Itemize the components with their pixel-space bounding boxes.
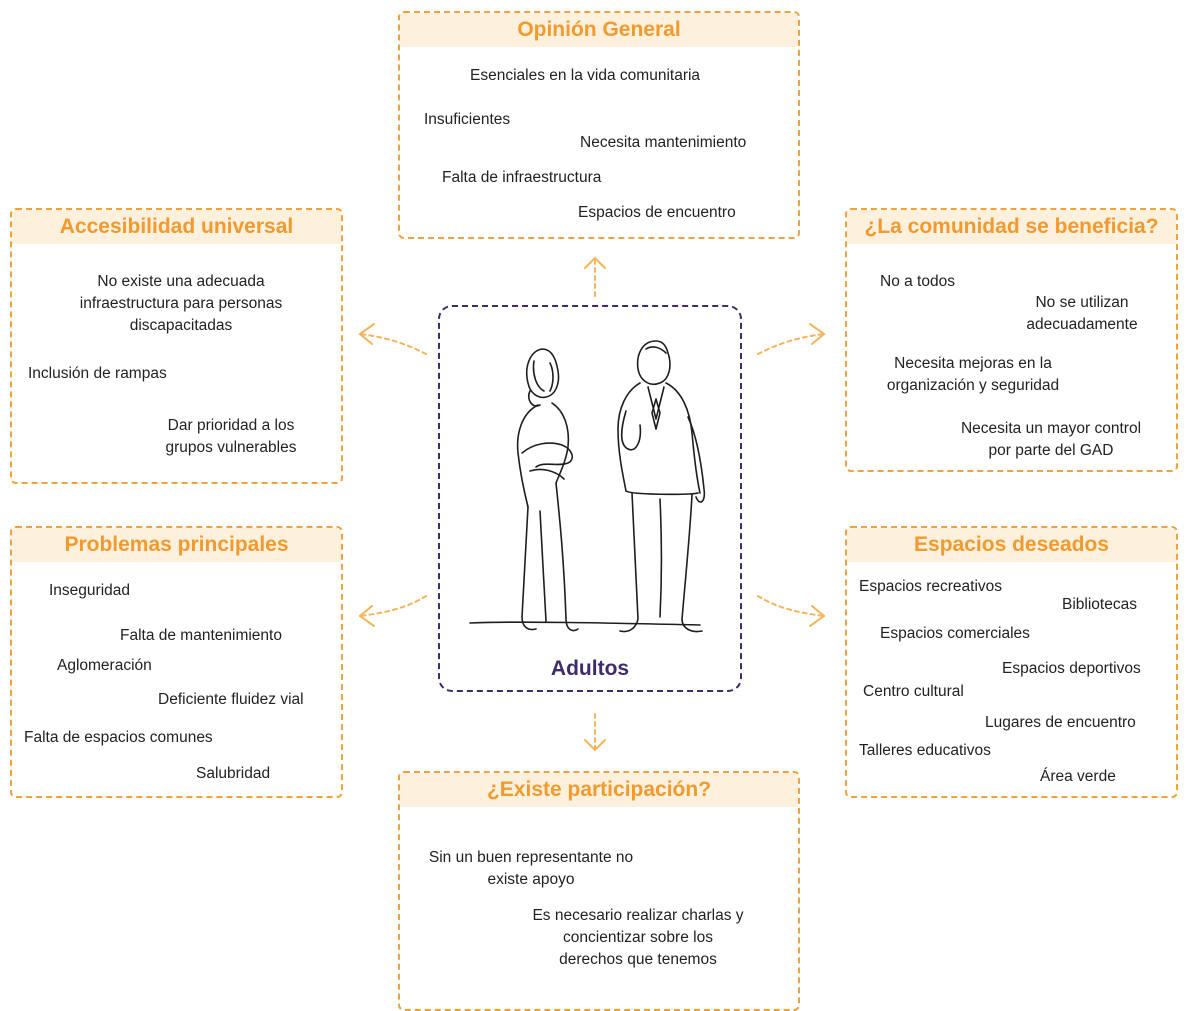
list-item: Necesita mejoras en la organización y se…	[886, 355, 1060, 394]
list-item: Falta de infraestructura	[442, 169, 602, 186]
center-figure-box: Adultos	[438, 305, 742, 692]
list-item: Es necesario realizar charlas y concient…	[532, 907, 744, 968]
box-title: Problemas principales	[12, 528, 341, 562]
list-item: Necesita mantenimiento	[580, 134, 747, 151]
box-title: Accesibilidad universal	[12, 210, 341, 244]
list-item: No se utilizan adecuadamente	[1026, 294, 1138, 333]
list-item: Espacios deportivos	[1002, 660, 1141, 677]
list-item: Centro cultural	[863, 683, 964, 700]
arrow-down-icon	[584, 713, 606, 752]
list-item: Falta de mantenimiento	[120, 627, 282, 644]
box-espacios-deseados: Espacios deseados Espacios recreativos B…	[845, 526, 1178, 798]
center-label: Adultos	[550, 657, 630, 680]
box-title: ¿La comunidad se beneficia?	[847, 210, 1176, 244]
arrow-right-down-icon	[757, 595, 826, 627]
list-item: Área verde	[1040, 768, 1116, 785]
arrow-up-icon	[584, 256, 606, 297]
list-item: Espacios de encuentro	[578, 204, 736, 221]
list-item: Talleres educativos	[859, 742, 991, 759]
list-item: Bibliotecas	[1062, 596, 1137, 613]
arrow-left-up-icon	[358, 323, 427, 355]
box-problemas-principales: Problemas principales Inseguridad Falta …	[10, 526, 343, 798]
list-item: Necesita un mayor control por parte del …	[960, 420, 1142, 459]
arrow-right-up-icon	[757, 323, 826, 355]
list-item: Salubridad	[196, 765, 271, 782]
list-item: No existe una adecuada infraestructura p…	[79, 273, 283, 334]
list-item: Inseguridad	[49, 582, 131, 599]
box-comunidad-beneficia: ¿La comunidad se beneficia? No a todos N…	[845, 208, 1178, 472]
two-adults-illustration	[469, 340, 706, 633]
box-title: Opinión General	[400, 13, 798, 47]
list-item: Deficiente fluidez vial	[158, 691, 304, 708]
list-item: Sin un buen representante no existe apoy…	[428, 849, 634, 888]
box-existe-participacion: ¿Existe participación? Sin un buen repre…	[398, 771, 800, 1011]
list-item: Inclusión de rampas	[28, 365, 167, 382]
arrow-left-down-icon	[358, 595, 427, 627]
list-item: Espacios comerciales	[880, 625, 1030, 642]
list-item: Lugares de encuentro	[985, 714, 1136, 731]
list-item: Insuficientes	[424, 111, 511, 128]
box-accesibilidad-universal: Accesibilidad universal No existe una ad…	[10, 208, 343, 484]
list-item: Dar prioridad a los grupos vulnerables	[165, 417, 297, 456]
list-item: No a todos	[880, 273, 955, 290]
box-title: Espacios deseados	[847, 528, 1176, 562]
box-opinion-general: Opinión General Esenciales en la vida co…	[398, 11, 800, 239]
list-item: Falta de espacios comunes	[24, 729, 213, 746]
box-title: ¿Existe participación?	[400, 773, 798, 807]
list-item: Esenciales en la vida comunitaria	[470, 67, 701, 84]
list-item: Espacios recreativos	[859, 578, 1003, 595]
list-item: Aglomeración	[57, 657, 152, 674]
